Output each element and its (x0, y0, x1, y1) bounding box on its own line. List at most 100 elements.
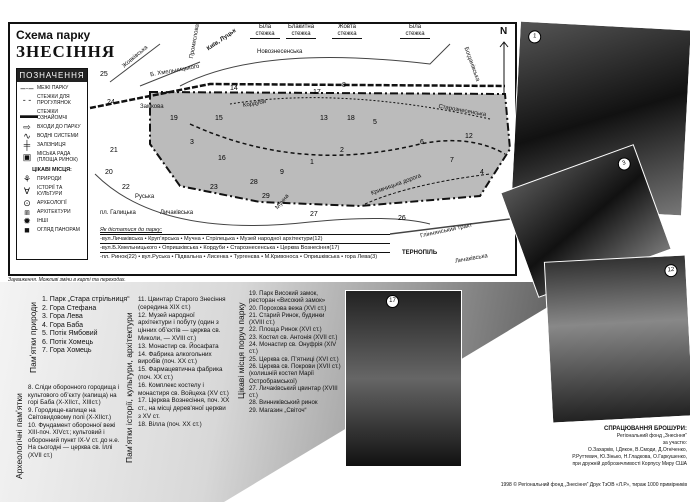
legend-label: МЕЖІ ПАРКУ (37, 85, 69, 91)
map-marker[interactable]: 6 (420, 139, 424, 146)
trail-white-2[interactable]: Біла стежка (400, 24, 430, 39)
map-marker[interactable]: 21 (110, 147, 118, 154)
list-item: 5. Потік Ямбовий (42, 330, 98, 337)
map-marker[interactable]: 12 (465, 133, 473, 140)
list-item: 23. Костел св. Антонія (XVII ст.) (249, 333, 338, 341)
kryvchytska-road (364, 173, 491, 205)
north-label: N (500, 26, 508, 37)
list-item: 26. Церква св. Покрови (XVII ст.) (колиш… (249, 362, 341, 385)
legend-label: АРХІТЕКТУРИ (37, 209, 71, 215)
north-arrow (499, 41, 509, 94)
map-title: Схема парку (16, 28, 91, 42)
map-marker[interactable]: 24 (107, 99, 115, 106)
street-label: ТЕРНОПІЛЬ (402, 250, 438, 256)
map-marker[interactable]: 22 (122, 184, 130, 191)
map-marker[interactable]: 20 (105, 169, 113, 176)
list-item: 2. Гора Стефана (42, 304, 97, 312)
list-item: 12. Музей народної архітектури і побуту … (138, 311, 221, 342)
list-item: 10. Фундамент оборонної вежі XIII-поч. X… (28, 421, 120, 459)
list-item: 11. Цвинтар Старого Знесіння (середина X… (138, 296, 226, 311)
map-marker[interactable]: 17 (313, 89, 321, 96)
list-item: 8. Сліди оборонного городища і культовог… (28, 384, 119, 406)
park-name: ЗНЕСІННЯ (16, 42, 116, 61)
places-header: ЦІКАВІ МІСЦЯ: (32, 167, 72, 173)
trail-yellow[interactable]: Жовта стежка (332, 24, 362, 39)
credits-org: Регіональний фонд „Знесіння“ (616, 433, 687, 439)
map-marker[interactable]: 18 (347, 115, 355, 122)
map-legend: ПОЗНАЧЕННЯ ‒·‒МЕЖІ ПАРКУ - -СТЕЖКИ ДЛЯ П… (16, 68, 88, 260)
map-marker[interactable]: 26 (398, 215, 406, 222)
photo-number: 3 (615, 155, 633, 173)
road-novoznesenska (179, 43, 451, 87)
section-title: Памʼятки природи (28, 302, 38, 373)
street-label: пл. Галицька (100, 210, 136, 216)
map-marker[interactable]: 19 (170, 115, 178, 122)
map-marker[interactable]: 25 (100, 71, 108, 78)
list-item: 4. Гора Баба (42, 321, 83, 329)
map-marker[interactable]: 29 (262, 193, 270, 200)
map-marker[interactable]: 3 (190, 139, 194, 146)
map-marker[interactable]: 5 (373, 119, 377, 126)
map-marker[interactable]: 1 (310, 159, 314, 166)
trail-white[interactable]: Біла стежка (250, 24, 280, 39)
map-marker[interactable]: 23 (210, 184, 218, 191)
park-boundary-icon: ‒·‒ (20, 83, 34, 93)
credits-footer: 1998 © Регіональний фонд „Знесіння“ Друк… (500, 482, 687, 488)
map-marker[interactable]: 27 (310, 211, 318, 218)
list-item: 13. Монастир св. Йосафата (138, 342, 219, 350)
legend-label: ІСТОРІЇ ТА КУЛЬТУРИ (37, 185, 63, 197)
credits-heading: СПРАЦЮВАННЯ БРОШУРИ: (603, 426, 687, 432)
map-marker[interactable]: 15 (215, 115, 223, 122)
photo-number: 12 (664, 263, 678, 278)
street-label: Руська (135, 194, 155, 200)
architecture-icon: ⩎ (24, 207, 30, 217)
archaeology-list: 8. Сліди оборонного городища і культовог… (28, 384, 120, 459)
walking-paths-icon: - - (22, 95, 32, 105)
list-item: 14. Фабрика алкогольних виробів (поч. XX… (138, 350, 212, 366)
section-title: Памʼятки історії, культури, архітектури (124, 312, 134, 463)
list-item: 29. Магазин „Світоч“ (249, 406, 307, 414)
road (109, 43, 201, 87)
nature-trails-icon: ▬▬ (20, 110, 38, 120)
directions-heading: Як дістатися до парку: (100, 227, 163, 233)
legend-label: ІНШІ (37, 218, 48, 224)
trail-blue[interactable]: Блакитна стежка (286, 24, 316, 39)
list-item: 16. Комплекс костелу і монастиря св. Вой… (138, 381, 229, 397)
map-marker[interactable]: 16 (218, 155, 226, 162)
photo-number: 1 (527, 30, 542, 44)
list-item: 1. Парк „Стара стрільниця“ (42, 296, 130, 303)
list-item: 28. Винниківський ринок (249, 399, 318, 407)
directions: Як дістатися до парку: -вул.Личаківська … (100, 226, 390, 261)
credits: СПРАЦЮВАННЯ БРОШУРИ: Регіональний фонд „… (565, 426, 687, 468)
photo-17: 17 (345, 290, 462, 467)
map-marker[interactable]: 14 (230, 85, 238, 92)
legend-label: ПРИРОДИ (37, 176, 62, 182)
list-item: 19. Парк Високий замок, ресторан «Високи… (249, 290, 326, 305)
map-marker[interactable]: 4 (480, 169, 484, 176)
legend-label: МІСЬКА РАДА (ПЛОЩА РИНОК) (37, 151, 78, 163)
photo-12: 12 (543, 254, 690, 424)
history-icon: ∀ (23, 186, 31, 196)
history-list: 11. Цвинтар Старого Знесіння (середина X… (138, 296, 230, 429)
archaeology-icon: ⊙ (23, 198, 31, 208)
legend-label: ЗАЛІЗНИЦЯ (37, 142, 66, 148)
list-item: 3. Гора Лева (42, 313, 83, 320)
legend-label: СТЕЖКИ ДЛЯ ПРОГУЛЯНОК (37, 94, 71, 106)
legend-label: СТЕЖКИ ОЗНАЙОМЧІ (37, 109, 68, 121)
direction-route: -вул.Б.Хмельницького • Опришківська • Ко… (100, 243, 390, 252)
park-area (149, 90, 512, 208)
panorama-icon: ■ (24, 225, 30, 235)
street-label: Личаківська (160, 210, 194, 216)
map-marker[interactable]: 2 (340, 147, 344, 154)
map-marker[interactable]: 13 (320, 115, 328, 122)
list-item: 21. Старий Ринок, будинки (XVIII ст.) (249, 311, 325, 327)
other-icon: ✹ (23, 216, 31, 226)
credits-names: О.Захарків, І.Дякон, В.Смоди, Д.Огніченк… (572, 447, 687, 467)
legend-label: ВОДНІ СИСТЕМИ (37, 133, 79, 139)
map-marker[interactable]: 8 (342, 82, 346, 89)
map-marker[interactable]: 7 (450, 157, 454, 164)
map-marker[interactable]: 9 (280, 169, 284, 176)
direction-route: -вул.Личаківська • Крупʼярська • Мучна •… (100, 234, 390, 243)
map-marker[interactable]: 28 (250, 179, 258, 186)
